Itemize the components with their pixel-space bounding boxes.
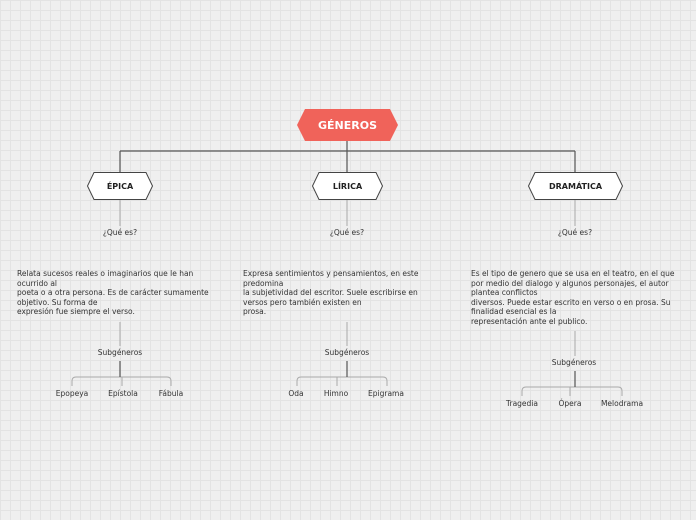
subgenre-item: Epístola: [108, 389, 138, 398]
question-label: ¿Qué es?: [557, 228, 593, 237]
branch-title: ÉPICA: [106, 181, 134, 191]
branch-node-epica[interactable]: ÉPICA: [87, 172, 153, 200]
description-text: Es el tipo de genero que se usa en el te…: [471, 269, 675, 326]
branch-node-dramatica[interactable]: DRAMÁTICA: [528, 172, 623, 200]
root-node-generos[interactable]: GÉNEROS: [297, 109, 398, 141]
question-label: ¿Qué es?: [102, 228, 138, 237]
subgenres-label: Subgéneros: [97, 348, 143, 357]
subgenre-item: Epopeya: [55, 389, 89, 398]
subgenre-item: Tragedia: [506, 399, 538, 408]
question-label: ¿Qué es?: [329, 228, 365, 237]
subgenre-item: Fábula: [158, 389, 184, 398]
root-node-label: GÉNEROS: [317, 118, 377, 132]
subgenres-label: Subgéneros: [324, 348, 370, 357]
subgenre-item: Oda: [288, 389, 304, 398]
description-text: Expresa sentimientos y pensamientos, en …: [243, 269, 419, 317]
branch-title: LÍRICA: [332, 181, 363, 191]
subgenres-label: Subgéneros: [551, 358, 597, 367]
subgenre-item: Himno: [323, 389, 349, 398]
subgenre-item: Epigrama: [368, 389, 404, 398]
subgenre-item: Ópera: [558, 399, 582, 408]
subgenre-item: Melodrama: [600, 399, 644, 408]
branch-title: DRAMÁTICA: [548, 181, 603, 191]
branch-node-lirica[interactable]: LÍRICA: [312, 172, 383, 200]
description-text: Relata sucesos reales o imaginarios que …: [17, 269, 209, 317]
